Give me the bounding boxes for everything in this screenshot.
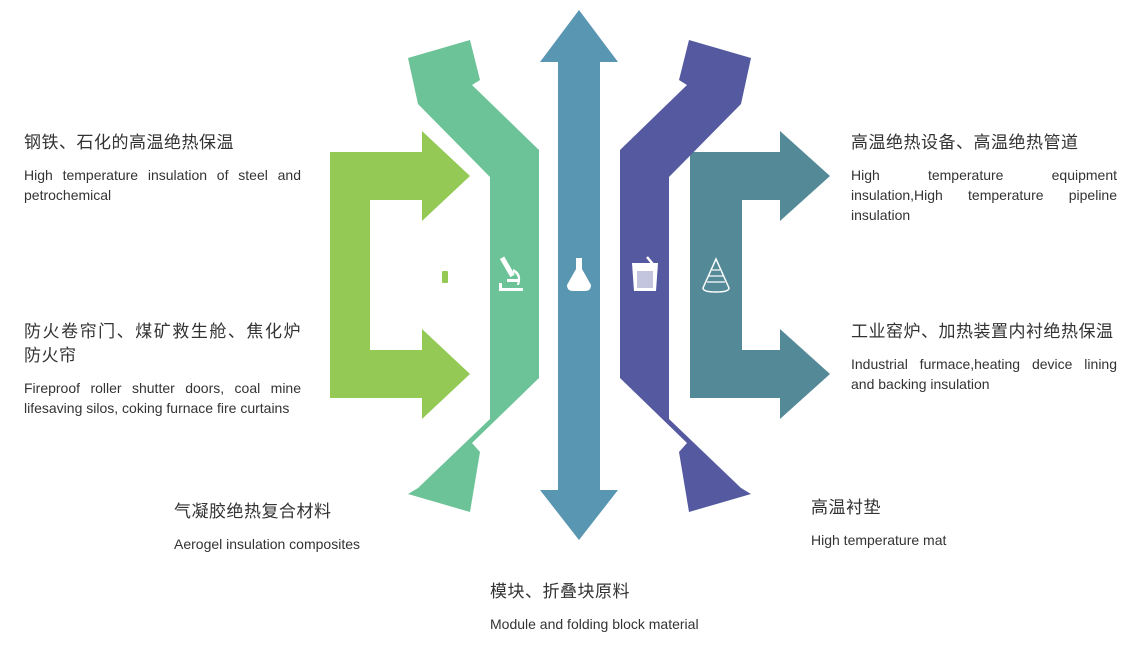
indigo-arrow-shape [620, 40, 751, 512]
label-steel-zh: 钢铁、石化的高温绝热保温 [24, 133, 234, 153]
label-aerogel-zh: 气凝胶绝热复合材料 [174, 502, 332, 522]
label-module-en: Module and folding block material [490, 616, 699, 632]
beaker-icon [632, 256, 658, 291]
label-steel-en: High temperature insulation of steel and… [24, 167, 301, 203]
label-kiln: 工业窑炉、加热装置内衬绝热保温 Industrial furmace,heati… [851, 320, 1117, 394]
label-module-zh: 模块、折叠块原料 [490, 582, 630, 602]
label-aerogel: 气凝胶绝热复合材料 Aerogel insulation composites [174, 500, 434, 554]
label-kiln-zh: 工业窑炉、加热装置内衬绝热保温 [851, 322, 1114, 342]
label-fireproof-en: Fireproof roller shutter doors, coal min… [24, 380, 301, 416]
teal-arrow-shape [690, 131, 830, 419]
label-steel: 钢铁、石化的高温绝热保温 High temperature insulation… [24, 131, 301, 205]
label-module: 模块、折叠块原料 Module and folding block materi… [490, 580, 790, 634]
label-fireproof-zh: 防火卷帘门、煤矿救生舱、焦化炉防火帘 [24, 322, 301, 366]
mint-arrow-shape [408, 40, 539, 512]
label-mat: 高温衬垫 High temperature mat [811, 496, 1051, 550]
label-aerogel-en: Aerogel insulation composites [174, 536, 360, 552]
label-equipment-zh: 高温绝热设备、高温绝热管道 [851, 133, 1079, 153]
green-arrow-shape [330, 131, 470, 419]
cone-flask-icon [702, 257, 730, 293]
label-fireproof: 防火卷帘门、煤矿救生舱、焦化炉防火帘 Fireproof roller shut… [24, 320, 301, 418]
label-mat-en: High temperature mat [811, 532, 947, 548]
label-kiln-en: Industrial furmace,heating device lining… [851, 356, 1117, 392]
label-equipment-en: High temperature equipment insulation,Hi… [851, 167, 1117, 223]
label-mat-zh: 高温衬垫 [811, 498, 881, 518]
flask-icon [567, 258, 591, 291]
jar-icon [431, 259, 453, 291]
label-equipment: 高温绝热设备、高温绝热管道 High temperature equipment… [851, 131, 1117, 225]
microscope-icon [499, 256, 523, 291]
